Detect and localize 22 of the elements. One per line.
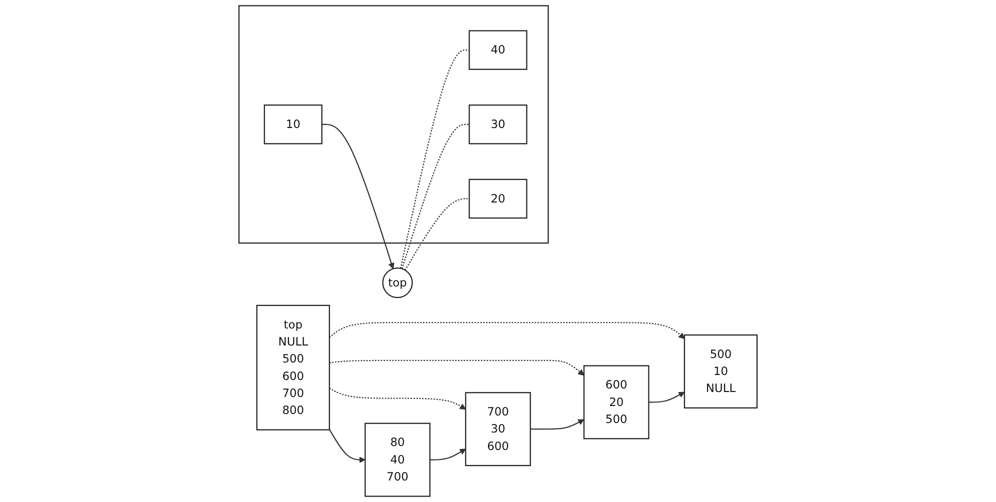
arrow	[329, 322, 685, 339]
node-box: 40	[468, 30, 528, 70]
node-circle: top	[382, 268, 413, 298]
arrow	[328, 429, 366, 463]
arrow	[648, 392, 685, 403]
arrow	[322, 124, 394, 270]
arrow	[530, 419, 584, 430]
node-box: 600 20 500	[583, 365, 650, 440]
node-box: top NULL 500 600 700 800	[256, 304, 330, 430]
connector	[401, 124, 470, 269]
node-box: 10	[264, 104, 322, 144]
arrow	[329, 360, 584, 376]
connector	[404, 198, 470, 270]
node-box: 500 10 NULL	[684, 334, 758, 408]
node-box: 20	[468, 178, 528, 219]
arrow	[329, 388, 466, 410]
node-box: 700 30 600	[465, 392, 531, 466]
connector	[400, 49, 470, 269]
cluster	[238, 5, 549, 244]
node-box: 80 40 700	[364, 422, 430, 497]
arrow	[430, 448, 466, 460]
node-box: 30	[468, 104, 528, 144]
